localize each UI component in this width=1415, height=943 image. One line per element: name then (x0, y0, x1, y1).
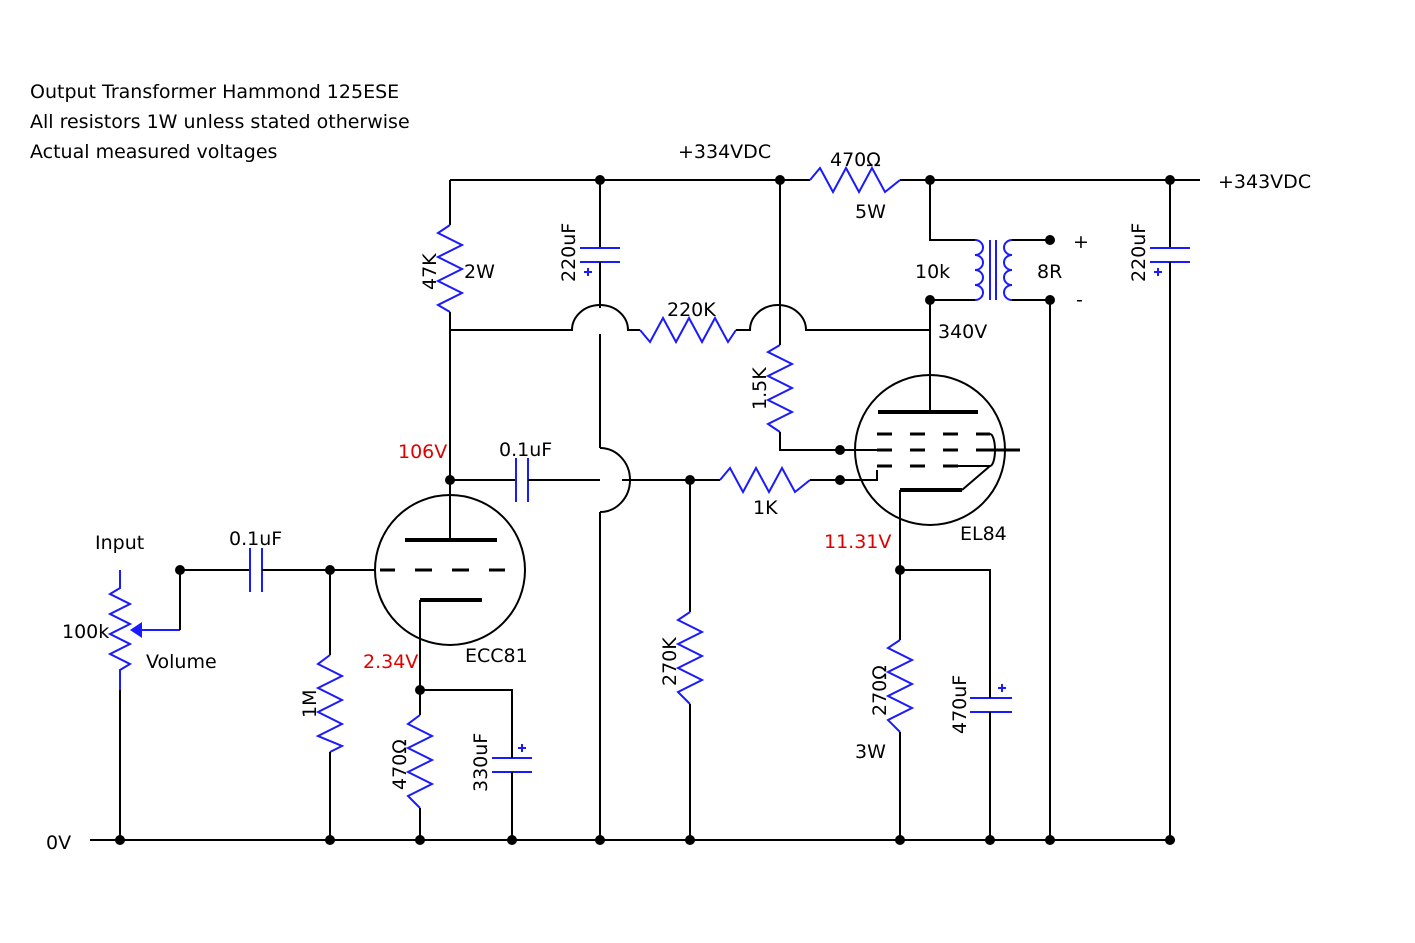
v1-cathode-voltage: 2.34V (363, 651, 418, 673)
b-plus-334-label: +334VDC (678, 141, 771, 163)
v2-plate-voltage: 340V (938, 321, 987, 343)
transformer-minus-label: - (1076, 289, 1083, 311)
input-label: Input (95, 532, 144, 554)
stage-coupling-capacitor (450, 447, 720, 513)
input-coupling-capacitor-value: 0.1uF (229, 528, 282, 550)
b-plus-343-label: +343VDC (1218, 171, 1311, 193)
v1-plate-voltage: 106V (398, 441, 447, 463)
grid-stopper-resistor-value: 1K (753, 497, 778, 519)
filter-capacitor-2-polarity: + (1154, 276, 1155, 279)
cathode-capacitor-1-polarity: + (518, 750, 519, 753)
feedback-resistor-value: 220K (667, 299, 716, 321)
cathode-capacitor-1-value: 330uF (470, 733, 492, 792)
transformer-plus-label: + (1073, 231, 1089, 253)
note-resistors: All resistors 1W unless stated otherwise (30, 111, 410, 133)
grid-leak-resistor-1m-value: 1M (299, 690, 321, 718)
ecc81-tube (374, 480, 526, 690)
cathode-network-2 (885, 569, 1012, 840)
cathode-resistor-2-power: 3W (855, 741, 886, 763)
cathode-capacitor-2-polarity: + (998, 690, 999, 693)
plate-resistor-47k-value: 47K (419, 253, 441, 290)
grid-leak-resistor-1m (315, 570, 345, 840)
dropper-resistor-value: 470Ω (830, 149, 881, 171)
ground-label: 0V (46, 832, 71, 854)
filter-capacitor-1-value: 220uF (558, 223, 580, 282)
cathode-resistor-2-value: 270Ω (869, 665, 891, 716)
el84-tube (840, 330, 1020, 570)
note-transformer: Output Transformer Hammond 125ESE (30, 81, 399, 103)
feedback-network (450, 304, 930, 345)
volume-pot (107, 570, 181, 840)
note-voltages: Actual measured voltages (30, 141, 277, 163)
junction-dots (115, 175, 1175, 845)
filter-capacitor-1 (580, 180, 620, 840)
v2-cathode-voltage: 11.31V (824, 531, 891, 553)
filter-capacitor-2 (1150, 180, 1190, 840)
plate-resistor-47k (435, 180, 465, 480)
plate-resistor-47k-power: 2W (464, 261, 495, 283)
dropper-resistor-power: 5W (855, 201, 886, 223)
screen-resistor (765, 180, 840, 451)
stage-coupling-capacitor-value: 0.1uF (499, 439, 552, 461)
input-coupling-capacitor (180, 548, 375, 592)
ecc81-label: ECC81 (465, 645, 528, 667)
filter-capacitor-2-value: 220uF (1128, 223, 1150, 282)
grid-leak-resistor-270k-value: 270K (659, 637, 681, 686)
transformer-primary-label: 10k (915, 261, 950, 283)
volume-pot-label: Volume (146, 651, 217, 673)
volume-pot-value: 100k (62, 621, 109, 643)
filter-capacitor-1-polarity: + (584, 276, 585, 279)
screen-resistor-value: 1.5K (749, 367, 771, 410)
cathode-resistor-1-value: 470Ω (389, 739, 411, 790)
cathode-capacitor-2-value: 470uF (949, 675, 971, 734)
grid-leak-resistor-270k (675, 480, 705, 840)
transformer-secondary-label: 8R (1037, 261, 1062, 283)
el84-label: EL84 (960, 523, 1007, 545)
grid-stopper-resistor (719, 465, 858, 495)
dropper-resistor (809, 165, 901, 195)
